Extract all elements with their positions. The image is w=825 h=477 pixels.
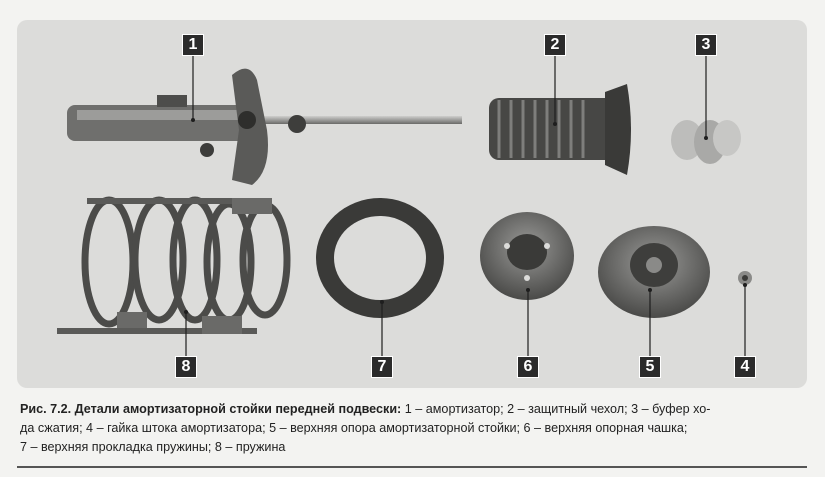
bottom-rule bbox=[17, 466, 807, 468]
callout-6: 6 bbox=[517, 356, 539, 378]
protective-boot-part bbox=[489, 84, 631, 175]
caption-items-line1: 1 – амортизатор; 2 – защитный чехол; 3 –… bbox=[404, 402, 711, 416]
support-cup-part bbox=[480, 212, 574, 300]
callout-2: 2 bbox=[544, 34, 566, 56]
leader-lines bbox=[184, 56, 747, 356]
upper-mount-part bbox=[598, 226, 710, 318]
caption-title: Рис. 7.2. Детали амортизаторной стойки п… bbox=[20, 402, 402, 416]
callout-1: 1 bbox=[182, 34, 204, 56]
callout-4: 4 bbox=[734, 356, 756, 378]
compression-buffer-part bbox=[671, 120, 741, 164]
caption-items-line2: да сжатия; 4 – гайка штока амортизатора;… bbox=[20, 421, 688, 435]
figure-caption: Рис. 7.2. Детали амортизаторной стойки п… bbox=[20, 400, 807, 457]
callout-7: 7 bbox=[371, 356, 393, 378]
shock-absorber-part bbox=[67, 68, 462, 185]
spring-gasket-part bbox=[316, 198, 444, 318]
caption-items-line3: 7 – верхняя прокладка пружины; 8 – пружи… bbox=[20, 440, 286, 454]
callout-3: 3 bbox=[695, 34, 717, 56]
callout-8: 8 bbox=[175, 356, 197, 378]
spring-rods bbox=[57, 198, 272, 334]
parts-photo: 1 2 3 4 5 6 7 8 bbox=[17, 20, 807, 388]
rod-nut-part bbox=[738, 271, 752, 285]
callout-5: 5 bbox=[639, 356, 661, 378]
parts-illustration bbox=[57, 68, 752, 334]
